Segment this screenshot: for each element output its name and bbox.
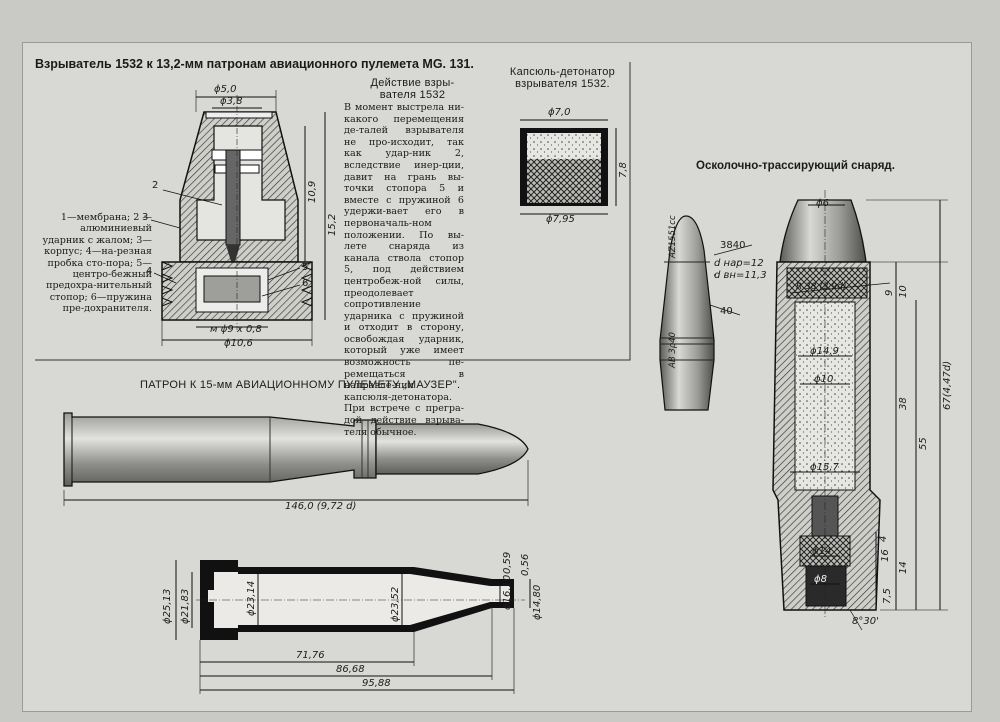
dim-n4: 4	[878, 535, 889, 542]
detonator-section	[520, 119, 617, 215]
part-number-5: 5	[302, 262, 309, 273]
tracer-title: Осколочно-трассирующий снаряд.	[696, 160, 895, 172]
dim-d70: ϕ7,0	[548, 107, 571, 118]
dim-d157: ϕ15,7	[810, 462, 839, 473]
dim-n9: 9	[884, 289, 895, 296]
dim-thread: м ϕ9 х 0,8	[210, 324, 262, 335]
dim-n10: 10	[898, 285, 909, 298]
dim-d2352: ϕ23,52	[390, 586, 401, 622]
dim-n056: 0,56	[520, 553, 531, 576]
dim-d2314: ϕ23,14	[246, 580, 257, 616]
dim-d1610: ϕ16,10	[502, 574, 513, 610]
dim-d14: ϕ14	[812, 546, 832, 557]
dim-d1480: ϕ14,80	[532, 584, 543, 620]
dim-d2183: ϕ21,83	[180, 588, 191, 624]
dim-n38: 38	[898, 397, 909, 410]
dim-d50: ϕ5,0	[214, 84, 237, 95]
part-number-2: 2	[152, 180, 159, 191]
cartridge-title: ПАТРОН К 15-мм АВИАЦИОННОМУ ПУЛЕМЕТУ „МА…	[140, 379, 461, 391]
fuze-title: Взрыватель 1532 к 13,2-мм патронам авиац…	[35, 57, 474, 71]
dim-d10: ϕ10	[814, 374, 834, 385]
dim-d149: ϕ14,9	[810, 346, 839, 357]
dim-l8668: 86,68	[336, 664, 365, 675]
dim-d6: ϕ6	[816, 198, 829, 209]
dim-n059: 0,59	[502, 551, 513, 574]
detonator-title: Капсюль-детонатор взрывателя 1532.	[509, 66, 616, 90]
dim-n16: 16	[880, 549, 891, 562]
shell-n40: 40	[720, 306, 733, 317]
dim-h78: 7,8	[618, 162, 629, 178]
dim-d38: ϕ3,8	[220, 96, 243, 107]
dim-d795: ϕ7,95	[546, 214, 575, 225]
dim-l9588: 95,88	[362, 678, 391, 689]
dim-n55: 55	[918, 437, 929, 450]
action-heading: Действие взры- вателя 1532	[370, 77, 455, 101]
dim-cartridge-length: 146,0 (9,72 d)	[285, 501, 357, 512]
shell-mark-bottom: AB 3ρ40	[668, 332, 678, 368]
shell-dvn: d вн=11,3	[714, 270, 767, 281]
dim-h152: 15,2	[327, 213, 338, 236]
fuze-section	[150, 90, 326, 346]
dim-n67: 67(4,47d)	[942, 360, 953, 410]
tracer-shell	[772, 190, 948, 631]
legend-text: 1—мембрана; 2 — алюминиевый ударник с жа…	[42, 212, 152, 315]
shell-mark-top: AZ1551cc	[668, 215, 678, 258]
case-section	[175, 560, 531, 694]
dim-l7176: 71,76	[296, 650, 325, 661]
dim-n14: 14	[898, 561, 909, 574]
dim-d106: ϕ10,6	[224, 338, 253, 349]
dim-h109: 10,9	[307, 180, 318, 203]
part-number-3: 3	[142, 212, 149, 223]
dim-n75: 7,5	[882, 588, 893, 604]
part-number-6: 6	[302, 278, 309, 289]
shell-dnap: d нар=12	[714, 258, 764, 269]
small-shell	[659, 215, 753, 411]
dim-d8: ϕ8	[814, 574, 827, 585]
dim-r38: R 38 (3,9d)	[796, 282, 847, 292]
dim-angle: 8°30'	[852, 616, 879, 627]
action-text: В момент выстрела ни-какого перемещения …	[344, 102, 464, 438]
dim-d2513: ϕ25,13	[162, 588, 173, 624]
shell-n3840: 3840	[720, 240, 746, 251]
cartridge-view	[63, 412, 529, 506]
part-number-4: 4	[146, 266, 153, 277]
